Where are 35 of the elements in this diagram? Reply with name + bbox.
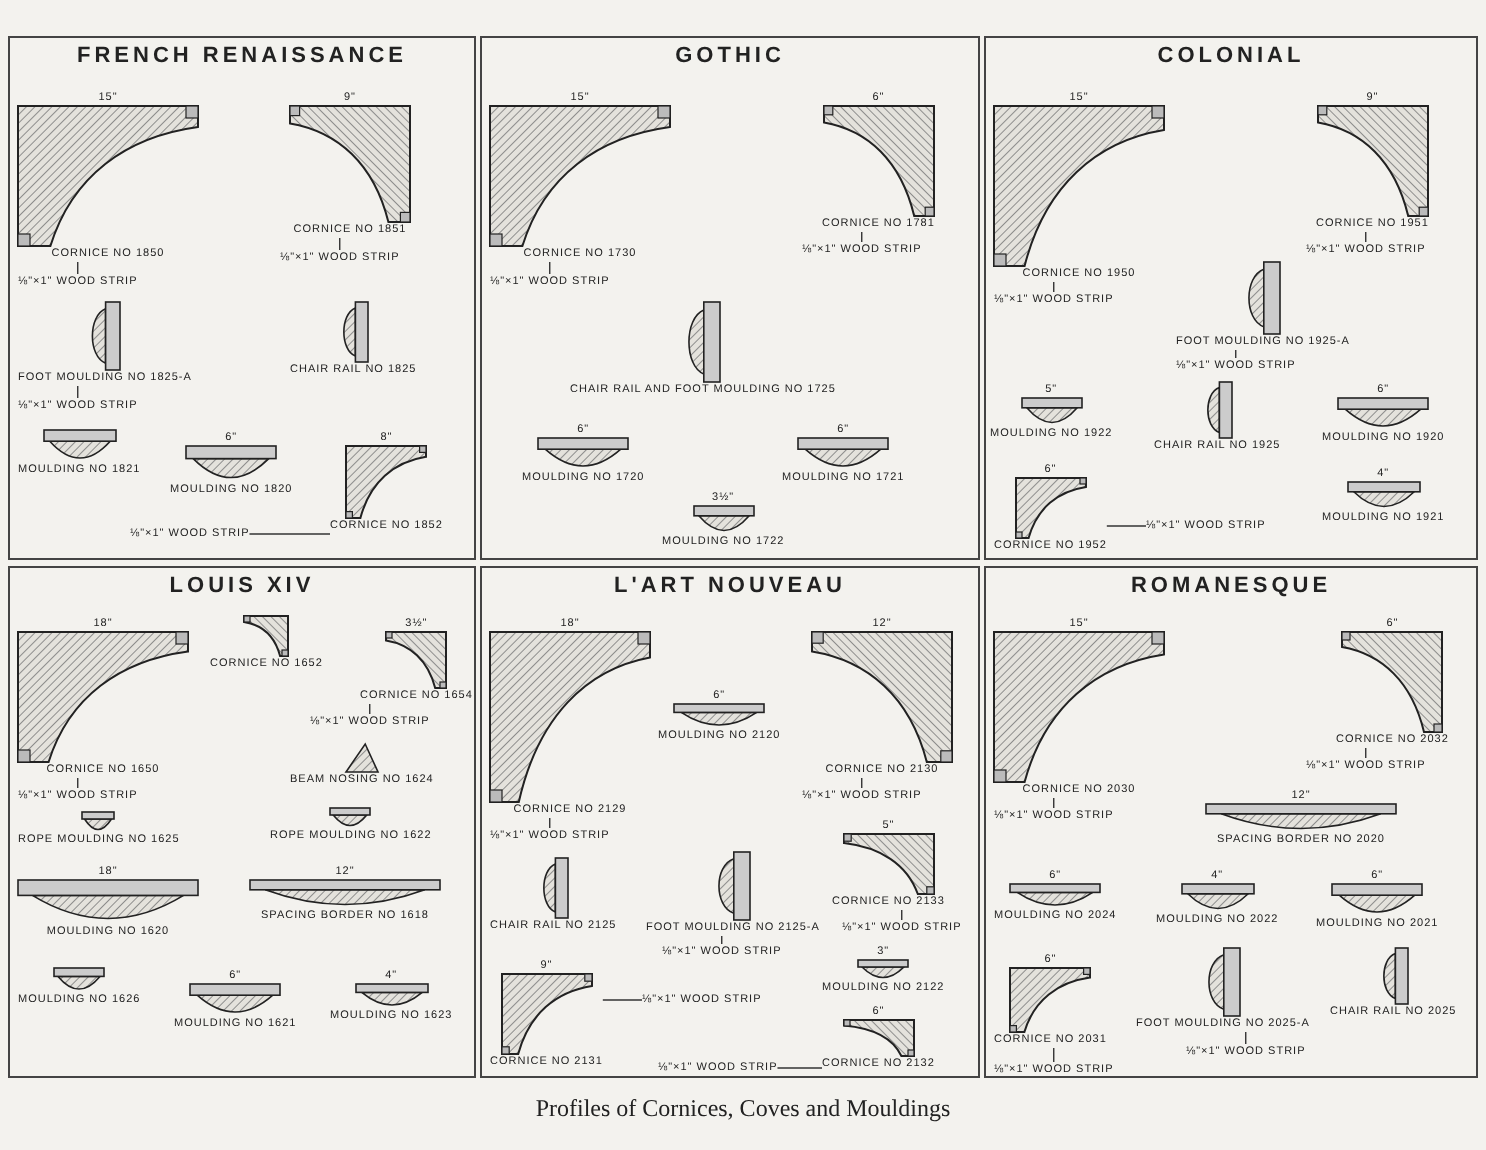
style-panel xyxy=(984,566,1478,1078)
leader-line xyxy=(1365,231,1367,243)
leader-line xyxy=(602,999,643,1001)
leader-line xyxy=(1106,525,1147,527)
leader-line xyxy=(1053,797,1055,809)
leader-line xyxy=(901,909,903,921)
panel-heading: LOUIS XIV xyxy=(169,574,315,598)
leader-line xyxy=(77,777,79,789)
leader-line xyxy=(369,703,371,715)
leader-line xyxy=(549,817,551,829)
style-panel xyxy=(984,36,1478,560)
leader-line xyxy=(721,935,723,945)
leader-line xyxy=(861,777,863,789)
leader-line xyxy=(1365,747,1367,759)
leader-line xyxy=(861,231,863,243)
leader-line xyxy=(77,261,79,275)
leader-line xyxy=(776,1067,823,1069)
panel-heading: L'ART NOUVEAU xyxy=(613,574,846,598)
leader-line xyxy=(1245,1031,1247,1045)
leader-line xyxy=(1053,1047,1055,1063)
leader-line xyxy=(1053,281,1055,293)
panel-heading: ROMANESQUE xyxy=(1130,574,1332,598)
leader-line xyxy=(1235,349,1237,359)
leader-line xyxy=(339,237,341,251)
panel-heading: GOTHIC xyxy=(675,44,785,68)
style-panel xyxy=(8,36,476,560)
leader-line xyxy=(77,385,79,399)
panel-heading: FRENCH RENAISSANCE xyxy=(77,44,407,68)
leader-line xyxy=(248,533,331,535)
style-panel xyxy=(8,566,476,1078)
style-panel xyxy=(480,36,980,560)
style-panel xyxy=(480,566,980,1078)
panel-heading: COLONIAL xyxy=(1157,44,1305,68)
figure-caption: Profiles of Cornices, Coves and Mouldings xyxy=(535,1094,951,1122)
leader-line xyxy=(549,261,551,275)
